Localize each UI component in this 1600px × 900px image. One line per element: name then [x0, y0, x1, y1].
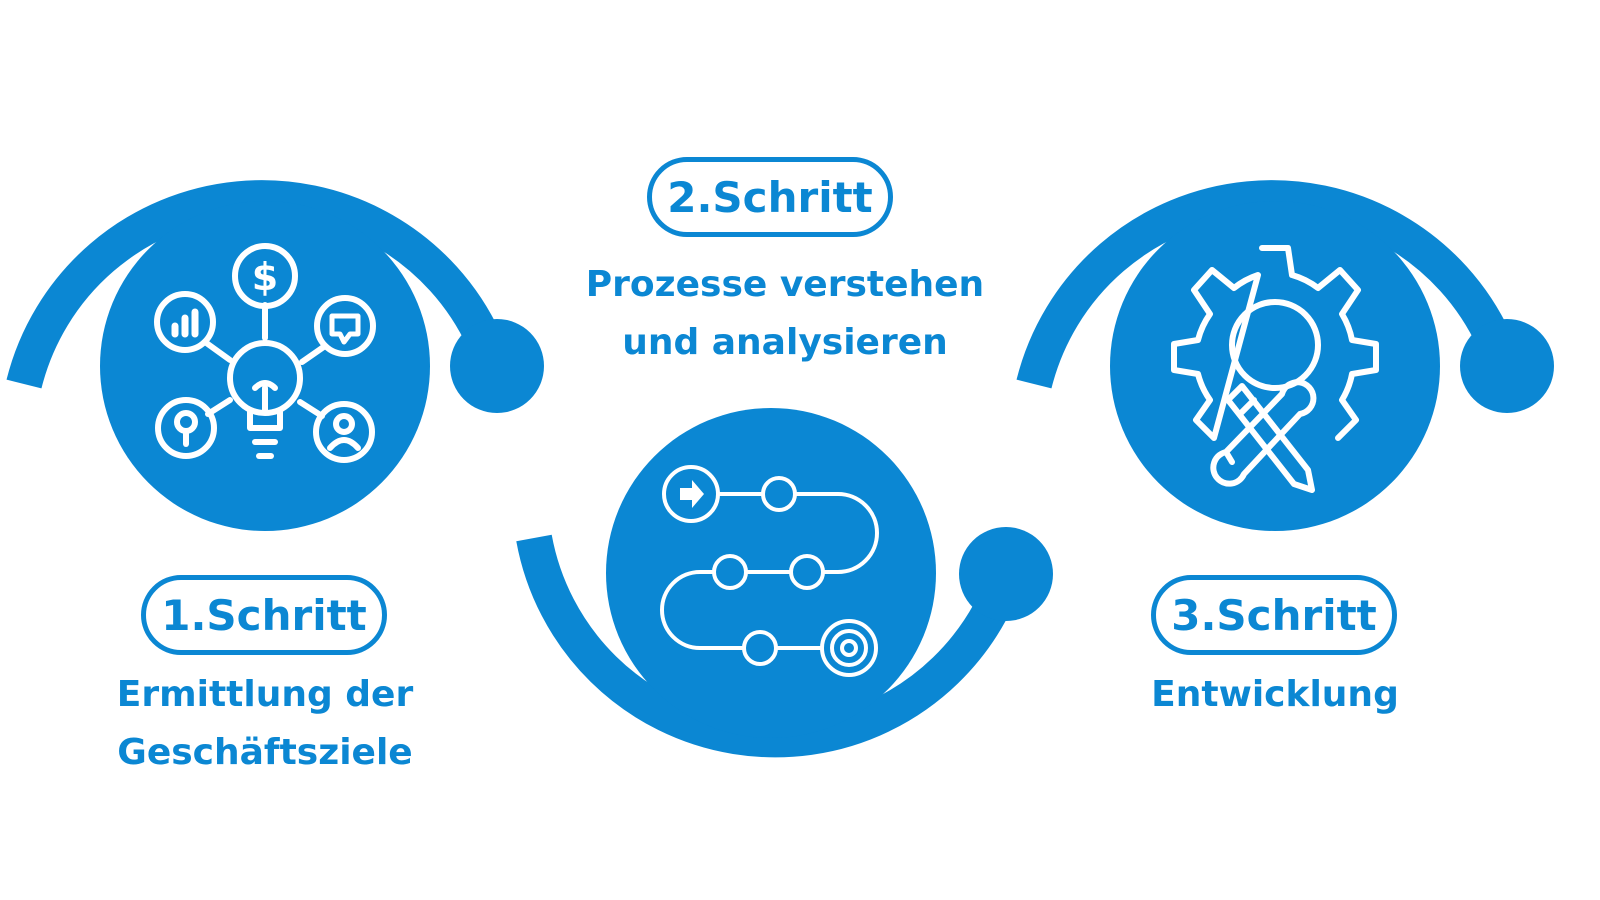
step-1-description: Ermittlung der Geschäftsziele [60, 666, 470, 782]
person-icon [313, 401, 375, 463]
gear-tools-icon [1171, 245, 1379, 493]
step-1-description-line-2: Geschäftsziele [117, 732, 413, 773]
step-1-label: 1.Schritt [141, 575, 387, 655]
chat-bubble-icon [314, 295, 376, 357]
step-1-arc-end-knob [450, 319, 544, 413]
step-3-label: 3.Schritt [1151, 575, 1397, 655]
process-flow-icon [660, 465, 879, 677]
step-2-label: 2.Schritt [647, 157, 893, 237]
target-pin-icon [155, 397, 217, 459]
step-3-description: Entwicklung [1070, 666, 1480, 724]
step-3-icon-circle [1110, 201, 1440, 531]
step-3-arc-end-knob [1460, 319, 1554, 413]
step-2-description-line-2: und analysieren [622, 322, 948, 363]
step-2-description: Prozesse verstehen und analysieren [560, 256, 1010, 372]
wrench-icon [1210, 379, 1317, 487]
dollar-icon [232, 243, 298, 309]
step-1-icon-circle [100, 201, 430, 531]
step-1-description-line-1: Ermittlung der [116, 674, 414, 715]
business-idea-icon: $ [154, 243, 376, 463]
step-2-description-line-1: Prozesse verstehen [585, 264, 985, 305]
step-3-description-line-1: Entwicklung [1151, 674, 1399, 715]
gear-icon [1171, 245, 1379, 441]
pencil-icon [1225, 383, 1315, 493]
arrow-icon [680, 480, 704, 508]
bar-chart-icon [154, 291, 216, 353]
svg-text:$: $ [252, 255, 278, 299]
step-2-arc [516, 534, 1006, 758]
step-3-arc [1016, 180, 1511, 389]
step-2-arc-end-knob [959, 527, 1053, 621]
step-1-arc [6, 180, 501, 389]
